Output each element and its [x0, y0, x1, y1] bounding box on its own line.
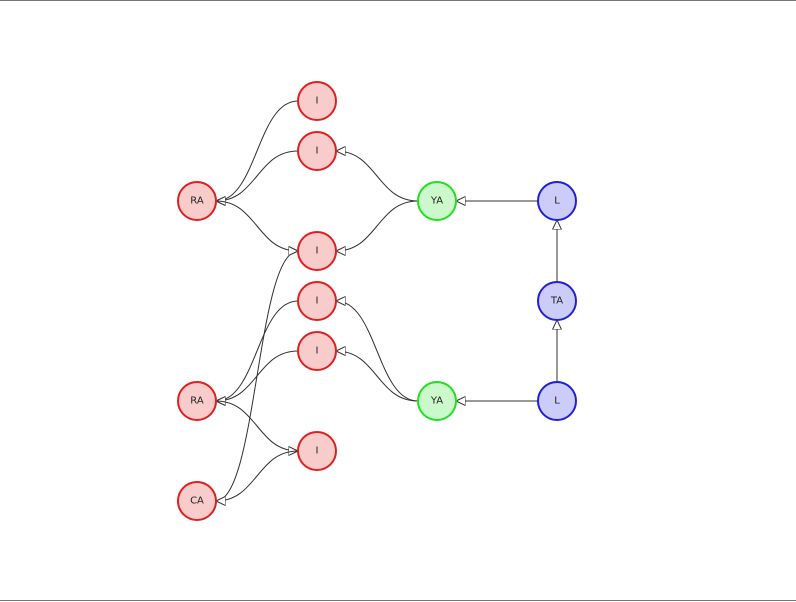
node-label: CA — [190, 496, 204, 507]
node-label: I — [316, 346, 319, 357]
node-ra[interactable]: RA — [177, 381, 217, 421]
edge-n_i6-to-n_ca — [216, 450, 299, 501]
node-i[interactable]: I — [297, 131, 337, 171]
node-label: I — [316, 246, 319, 257]
edge-n_ra1-to-n_i3 — [215, 200, 298, 251]
node-i[interactable]: I — [297, 331, 337, 371]
node-circle — [297, 431, 337, 471]
node-label: I — [316, 96, 319, 107]
node-label: RA — [190, 196, 204, 207]
node-circle — [177, 481, 217, 521]
node-circle — [297, 281, 337, 321]
edge-n_ca-to-n_i3 — [215, 251, 298, 502]
nodes-layer: I I RA YA L I I TA I RA YA L I CA — [177, 81, 577, 521]
node-ra[interactable]: RA — [177, 181, 217, 221]
edge-n_ya1-to-n_i2 — [336, 151, 419, 202]
node-label: YA — [430, 196, 443, 207]
edge-n_ra2-to-n_i6 — [215, 400, 298, 451]
node-l[interactable]: L — [537, 181, 577, 221]
node-circle — [177, 181, 217, 221]
node-circle — [537, 281, 577, 321]
edges-layer — [215, 100, 557, 502]
node-label: TA — [550, 296, 563, 307]
node-i[interactable]: I — [297, 281, 337, 321]
node-label: L — [554, 396, 560, 407]
node-label: I — [316, 146, 319, 157]
node-ca[interactable]: CA — [177, 481, 217, 521]
node-label: YA — [430, 396, 443, 407]
node-ya[interactable]: YA — [417, 181, 457, 221]
node-circle — [177, 381, 217, 421]
edge-n_i1-to-n_ra1 — [216, 100, 299, 201]
node-label: I — [316, 296, 319, 307]
node-circle — [297, 131, 337, 171]
node-circle — [297, 231, 337, 271]
node-ya[interactable]: YA — [417, 381, 457, 421]
node-ta[interactable]: TA — [537, 281, 577, 321]
node-label: I — [316, 446, 319, 457]
edge-n_ya1-to-n_i3 — [336, 200, 419, 251]
node-circle — [537, 181, 577, 221]
node-l[interactable]: L — [537, 381, 577, 421]
edge-n_i2-to-n_ra1 — [216, 150, 299, 201]
node-circle — [537, 381, 577, 421]
node-circle — [297, 331, 337, 371]
edge-n_ya2-to-n_i4 — [336, 301, 419, 402]
node-i[interactable]: I — [297, 231, 337, 271]
node-i[interactable]: I — [297, 431, 337, 471]
node-label: L — [554, 196, 560, 207]
node-circle — [297, 81, 337, 121]
node-circle — [417, 181, 457, 221]
node-circle — [417, 381, 457, 421]
node-label: RA — [190, 396, 204, 407]
node-i[interactable]: I — [297, 81, 337, 121]
edge-n_ya2-to-n_i5 — [336, 351, 419, 402]
edge-n_i4-to-n_ra2 — [216, 300, 299, 401]
